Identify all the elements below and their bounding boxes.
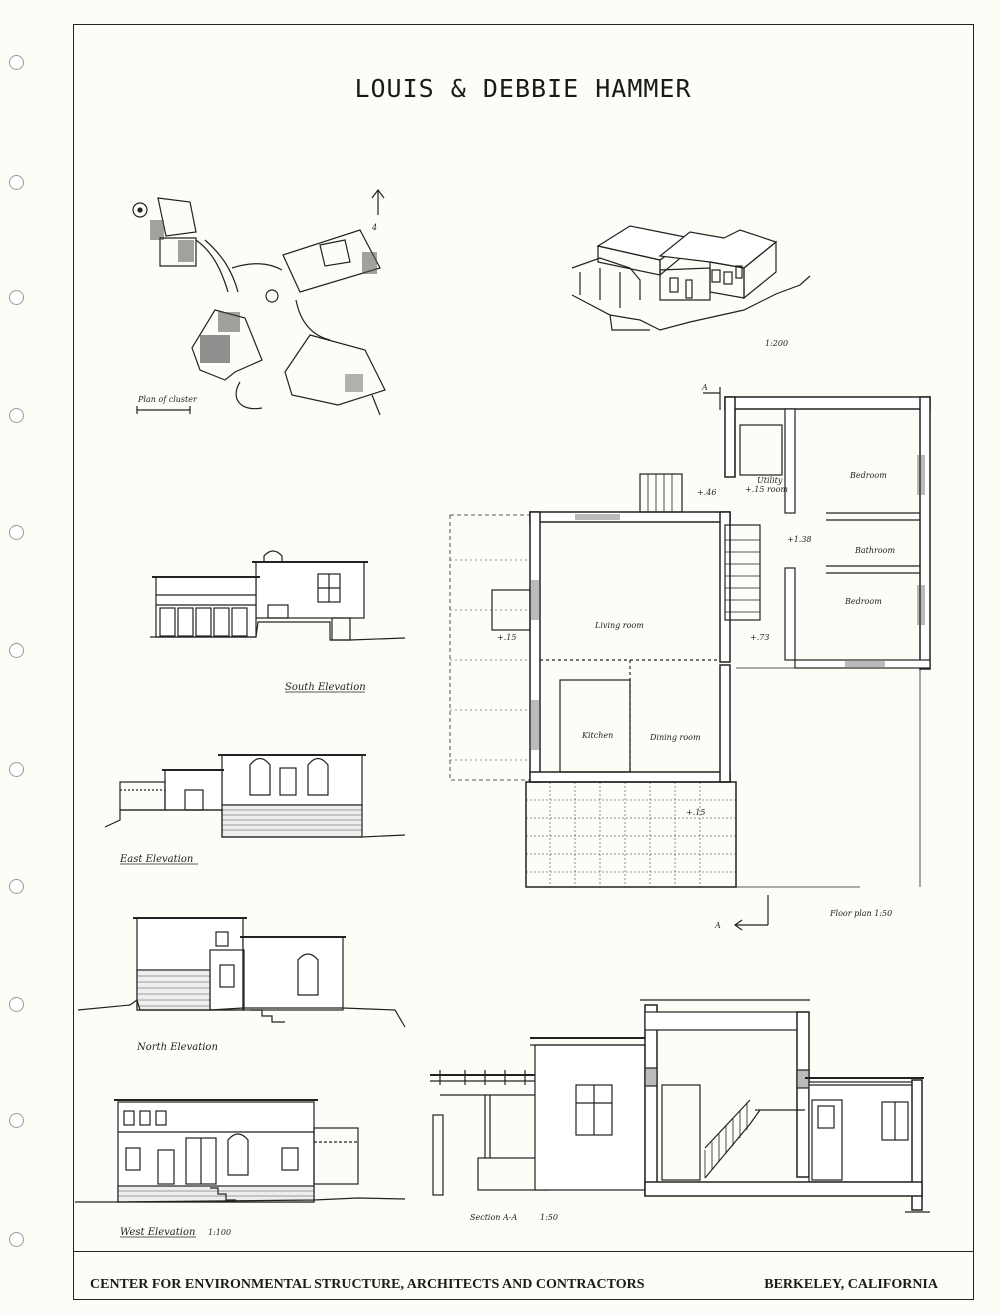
room-label-utility: Utility [757, 476, 783, 485]
drawing-sheet-border [73, 24, 974, 1300]
section-scale: 1:50 [540, 1213, 558, 1222]
room-label-living: Living room [594, 621, 644, 630]
north-elevation: North Elevation [77, 917, 406, 1053]
level-mark: +1.38 [787, 535, 812, 544]
west-elevation-caption: West Elevation [120, 1227, 195, 1238]
east-elevation-caption: East Elevation [119, 854, 193, 865]
level-mark: +.46 [697, 488, 716, 497]
room-label-utility-sub: +.15 room [745, 485, 788, 494]
room-label-bathroom: Bathroom [854, 546, 895, 555]
binder-hole [9, 997, 24, 1012]
binder-hole [9, 408, 24, 423]
floor-plan-caption: Floor plan 1:50 [829, 909, 892, 918]
level-mark: +.15 [497, 633, 516, 642]
room-label-bedroom-1: Bedroom [849, 471, 887, 480]
binder-hole [9, 175, 24, 190]
binder-hole [9, 525, 24, 540]
level-mark: +.15 [686, 808, 705, 817]
west-elevation-scale: 1:100 [208, 1228, 231, 1237]
east-elevation: East Elevation [104, 754, 406, 865]
south-elevation-caption: South Elevation [285, 682, 366, 693]
binder-hole [9, 1113, 24, 1128]
north-elevation-caption: North Elevation [136, 1042, 218, 1053]
section-marker-top: A [701, 383, 708, 392]
site-plan: 4 Plan of cluster [132, 189, 386, 416]
room-label-kitchen: Kitchen [581, 731, 613, 740]
north-arrow-label: 4 [371, 223, 377, 232]
binder-hole [9, 55, 24, 70]
isometric-scale: 1:200 [765, 339, 788, 348]
isometric-view: 1:200 [571, 225, 811, 348]
binder-hole [9, 290, 24, 305]
footer-location: BERKELEY, CALIFORNIA [764, 1277, 938, 1292]
title-block-divider [73, 1251, 974, 1252]
section-caption: Section A-A [470, 1213, 517, 1222]
binder-hole [9, 1232, 24, 1247]
west-elevation: West Elevation 1:100 [75, 1099, 406, 1238]
level-mark: +.73 [750, 633, 769, 642]
footer-firm-name: CENTER FOR ENVIRONMENTAL STRUCTURE, ARCH… [90, 1277, 645, 1292]
sheet-title: LOUIS & DEBBIE HAMMER [354, 74, 692, 103]
section-marker-bottom: A [714, 921, 721, 930]
binder-hole [9, 762, 24, 777]
floor-plan: A [449, 383, 931, 931]
section-a-a: Section A-A 1:50 [430, 999, 930, 1222]
binder-hole [9, 879, 24, 894]
binder-hole [9, 643, 24, 658]
room-label-bedroom-2: Bedroom [844, 597, 882, 606]
south-elevation: South Elevation [150, 550, 406, 693]
room-label-dining: Dining room [649, 733, 701, 742]
site-plan-caption: Plan of cluster [137, 395, 198, 404]
